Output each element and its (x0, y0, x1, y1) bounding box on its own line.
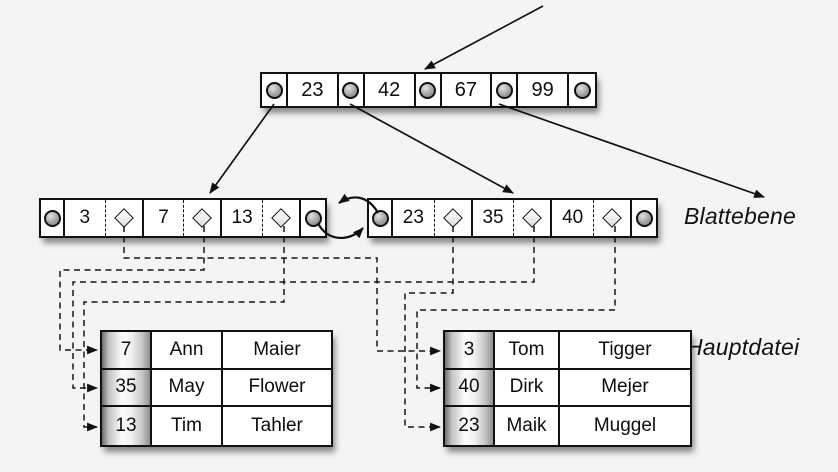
record-pointer-cell (514, 200, 553, 236)
pointer-circle-icon (635, 209, 653, 227)
pointer-cell (339, 74, 365, 106)
diamond-icon (113, 208, 134, 228)
last-name-cell: Mejer (560, 370, 690, 408)
diamond-icon (602, 208, 622, 228)
pointer-circle-icon (342, 81, 360, 99)
diamond-icon (442, 208, 463, 228)
root-to-next-leaf-arrow (498, 103, 766, 198)
pointer-circle-icon (419, 81, 436, 99)
next-pointer-cell (301, 200, 325, 236)
prev-pointer-cell (369, 200, 393, 236)
pointer-cell (492, 74, 519, 106)
right-leaf-node: 23 35 40 (367, 198, 658, 238)
pointer-circle-icon (43, 209, 61, 227)
main-file-table-right: 3 Tom Tigger 40 Dirk Mejer 23 Maik Mugge… (443, 330, 692, 447)
pointer-cell (416, 74, 442, 106)
key-cell: 42 (365, 74, 416, 106)
key-cell: 35 (102, 369, 152, 408)
leaf-level-label: Blattebene (684, 203, 796, 229)
last-name-cell: Tigger (560, 332, 690, 370)
pointer-circle-icon (304, 209, 322, 227)
pointer-cell (569, 74, 595, 106)
next-pointer-cell (632, 200, 656, 236)
record-pointer-cell (594, 200, 633, 236)
key-cell: 40 (552, 200, 595, 236)
record-pointer-cell (106, 200, 144, 236)
record-pointer-cell (435, 200, 473, 236)
first-name-cell: Maik (495, 407, 560, 445)
main-file-table-left: 7 Ann Maier 35 May Flower 13 Tim Tahler (100, 330, 333, 447)
incoming-root-arrow (424, 5, 544, 70)
diamond-icon (192, 208, 213, 228)
first-name-cell: Ann (152, 332, 223, 370)
key-cell: 23 (445, 407, 495, 445)
first-name-cell: Tom (495, 332, 560, 370)
key-cell: 99 (518, 74, 569, 106)
record-pointer-cell (184, 200, 223, 236)
pointer-cell (262, 74, 288, 106)
last-name-cell: Flower (223, 370, 331, 408)
key-cell: 3 (65, 200, 106, 236)
diamond-icon (522, 208, 543, 228)
first-name-cell: Dirk (495, 369, 560, 408)
last-name-cell: Muggel (593, 415, 657, 437)
record-pointer-cell (263, 200, 302, 236)
prev-pointer-cell (41, 200, 65, 236)
key-cell: 3 (445, 332, 495, 370)
last-name-cell: Tahler (251, 415, 303, 437)
last-name-cell: Maier (223, 332, 331, 370)
main-file-label: Hauptdatei (686, 334, 800, 360)
key-cell: 13 (222, 200, 264, 236)
key-cell: 35 (473, 200, 515, 236)
key-cell: 67 (442, 74, 493, 106)
root-to-left-leaf-arrow (209, 103, 275, 194)
pointer-circle-icon (573, 81, 591, 99)
first-name-cell: May (152, 369, 223, 408)
root-node: 23 42 67 99 (260, 72, 597, 108)
first-name-cell: Tim (152, 407, 223, 445)
key-cell: 40 (445, 369, 495, 408)
key-cell: 23 (393, 200, 435, 236)
key-cell: 13 (102, 407, 152, 445)
key-cell: 23 (288, 74, 339, 106)
diamond-icon (271, 208, 291, 228)
root-to-right-leaf-arrow (349, 103, 514, 194)
key-cell: 7 (144, 200, 185, 236)
key-cell: 7 (102, 332, 152, 370)
pointer-circle-icon (371, 209, 389, 227)
left-leaf-node: 3 7 13 (39, 198, 327, 238)
pointer-circle-icon (265, 81, 283, 99)
pointer-circle-icon (495, 81, 513, 99)
